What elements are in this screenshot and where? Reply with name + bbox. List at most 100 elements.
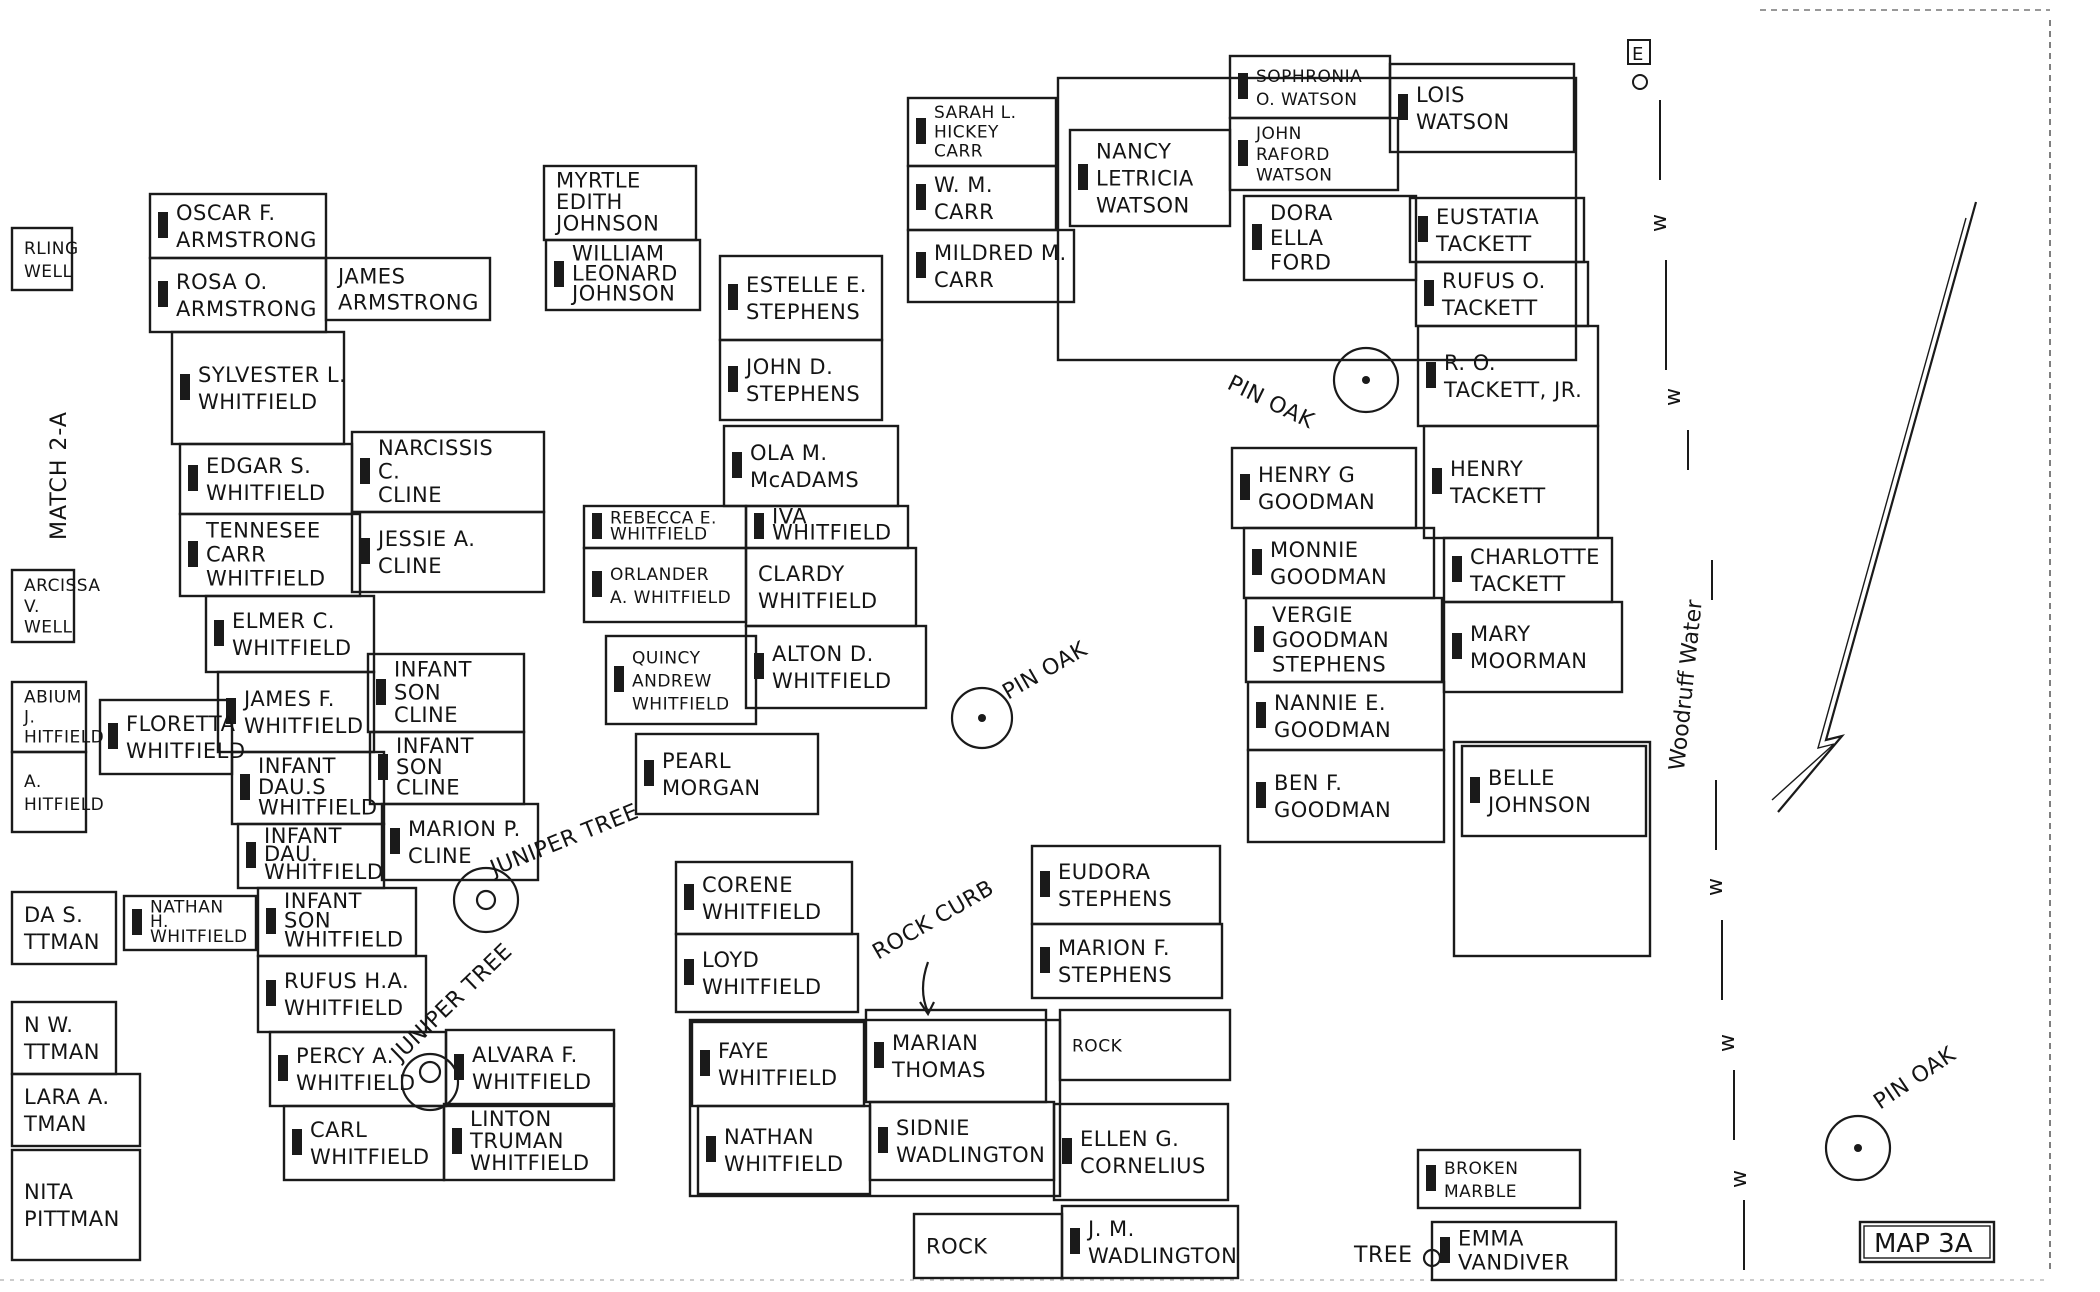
plot-name-line: SON [284,908,331,932]
plot-name-line: CARR [934,200,994,224]
map-annotation: PIN OAK [999,637,1092,705]
plot-name-line: MARBLE [1444,1182,1517,1202]
plot-outline [10,890,118,966]
pin-oak-tree-1 [1332,346,1400,414]
plot-name-line: ARMSTRONG [176,228,317,252]
plot-name-line: NATHAN [150,897,224,917]
grave-plot: ROCK [1058,1008,1232,1082]
plot-outline [444,1028,616,1108]
map-annotation: TREE [1353,1243,1413,1268]
grave-plot: ALTON D.WHITFIELD [744,624,928,710]
grave-plot: J. M.WADLINGTON [1060,1204,1240,1280]
plot-outline [1416,324,1600,428]
plot-name-line: PEARL [662,749,731,773]
plot-name-line: HITFIELD [24,795,104,815]
headstone-marker [732,452,742,478]
plot-name-line: PITTMAN [24,1207,120,1231]
headstone-marker [916,118,926,144]
headstone-marker [292,1129,302,1155]
plot-name-line: INFANT [396,734,474,758]
plot-name-line: NANCY [1096,140,1171,164]
plot-name-line: WATSON [1416,110,1510,134]
plot-name-line: BELLE [1488,766,1555,790]
plot-name-line: WHITFIELD [206,567,326,591]
plot-name-line: WHITFIELD [284,996,404,1020]
plot-outline [1228,116,1400,192]
plot-name-line: V. [24,597,40,617]
plot-name-line: EUDORA [1058,860,1151,884]
plot-name-line: WHITFIELD [296,1071,416,1095]
north-marker-label: E [1632,44,1643,65]
plot-name-line: C. [378,460,400,484]
headstone-marker [592,513,602,539]
plot-name-line: H. [150,912,169,932]
grave-plot: MARION F.STEPHENS [1030,922,1224,1000]
map-label: MAP 3A [1874,1229,1973,1259]
plot-outline [604,634,758,726]
headstone-marker [390,828,400,854]
plot-name-line: WHITFIELD [206,481,326,505]
plot-name-line: ROSA O. [176,270,268,294]
plot-name-line: QUINCY [632,648,701,668]
plot-outline [690,1020,866,1108]
plot-name-line: JOHN D. [744,355,833,379]
plot-name-line: RUFUS O. [1442,269,1546,293]
water-mark: w [1647,214,1672,232]
plot-outline [1052,1102,1230,1202]
plot-name-line: VERGIE [1272,603,1353,627]
plot-name-line: WHITFIELD [470,1151,590,1175]
plot-outline [868,1100,1056,1182]
plot-name-line: J. [23,708,35,728]
plot-name-line: TTMAN [23,930,100,954]
plot-name-line: GOODMAN [1272,628,1389,652]
headstone-marker [378,754,388,780]
grave-plot: ROSA O.ARMSTRONG [148,256,328,334]
map-annotation: ROCK CURB [869,876,999,966]
grave-plot: R. O. TACKETT, JR. [1416,324,1600,428]
plot-name-line: INFANT [394,658,472,682]
plot-name-line: BROKEN [1444,1159,1518,1179]
plot-name-line: MARY [1470,622,1531,646]
plot-name-line: ESTELLE E. [746,273,867,297]
plot-name-line: WHITFIELD [264,860,384,884]
plot-name-line: ABIUM [24,688,82,708]
grave-plot: A.HITFIELD [10,750,104,834]
plot-name-line: MARION P. [408,817,521,841]
plot-outline [256,954,428,1034]
headstone-marker [188,541,198,567]
plot-name-line: TACKETT [1449,484,1546,508]
plot-name-line: WATSON [1096,194,1190,218]
plot-name-line: ANDREW [632,671,712,691]
plot-name-line: TACKETT, JR. [1443,378,1582,402]
headstone-marker [1426,362,1436,388]
grave-plot: BEN F.GOODMAN [1246,748,1446,844]
headstone-marker [240,774,250,800]
plot-name-line: ARMSTRONG [338,290,479,314]
section-outlines [688,76,1652,1198]
plot-name-line: R. O. [1444,351,1496,375]
grave-plot: SYLVESTER L.WHITFIELD [170,330,346,446]
plot-outline [1422,424,1600,540]
plot-name-line: ALTON D. [772,642,874,666]
plot-outline [1442,600,1624,694]
headstone-marker [266,980,276,1006]
north-marker: E [1627,39,1651,90]
plot-name-line: WHITFIELD [758,589,878,613]
plot-outline [674,932,860,1014]
plot-name-line: TRUMAN [469,1129,564,1153]
headstone-marker [214,620,224,646]
